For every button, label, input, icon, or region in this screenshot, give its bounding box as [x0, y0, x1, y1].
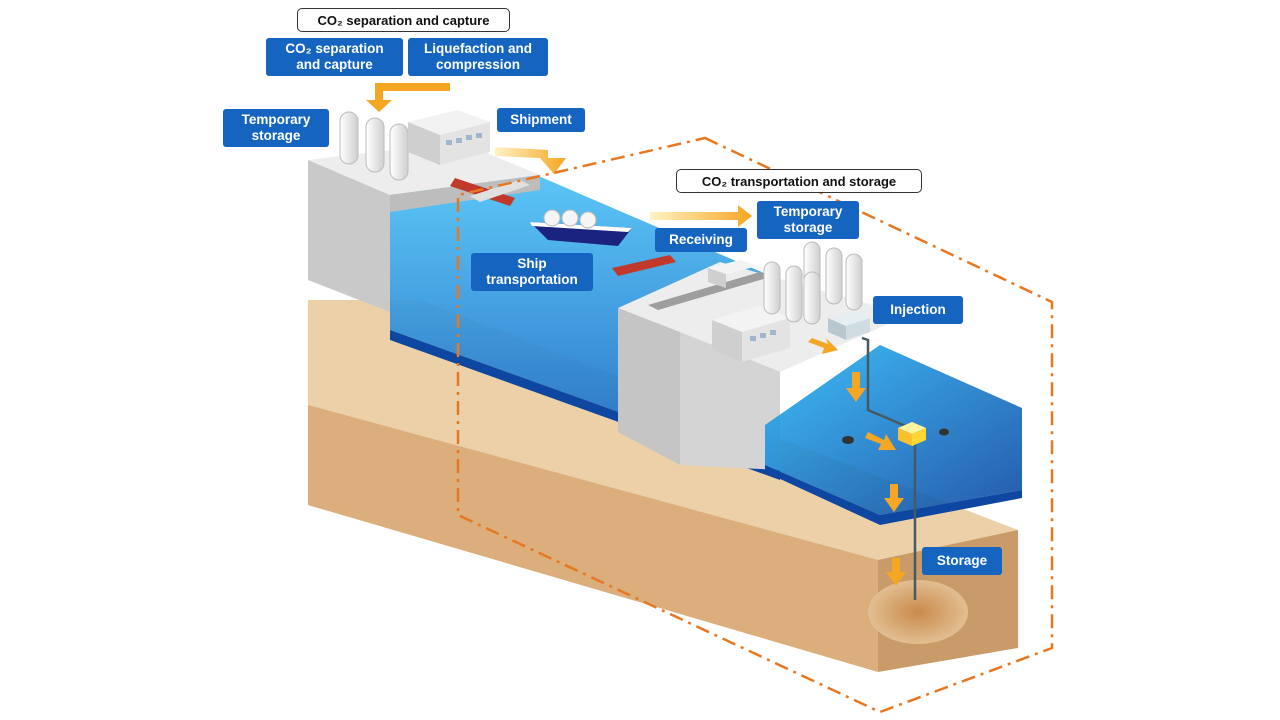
label-liquefaction-compression: Liquefaction and compression — [408, 38, 548, 76]
crab-icon — [842, 428, 949, 444]
storage-reservoir — [868, 580, 968, 644]
arrow-to-wellhead — [865, 432, 896, 450]
arrow-down-storage — [886, 558, 906, 586]
shipping-pier — [450, 178, 530, 206]
label-storage: Storage — [922, 547, 1002, 575]
right-storage-tanks — [763, 241, 863, 325]
injection-unit — [828, 310, 870, 340]
label-shipment: Shipment — [497, 108, 585, 132]
receiving-pier — [612, 255, 676, 276]
arrow-shipment — [495, 147, 566, 174]
arrow-injection-unit — [808, 338, 838, 354]
label-temporary-storage-right: Temporary storage — [757, 201, 859, 239]
offshore-sea — [765, 345, 1022, 525]
arrow-to-temporary-storage — [366, 83, 450, 112]
label-temporary-storage-left: Temporary storage — [223, 109, 329, 147]
liquefaction-building — [408, 110, 490, 165]
transport-section-header: CO₂ transportation and storage — [676, 169, 922, 193]
label-ship-transportation: Ship transportation — [471, 253, 593, 291]
arrow-down-seabed — [884, 484, 904, 512]
capture-section-header: CO₂ separation and capture — [297, 8, 510, 32]
label-receiving: Receiving — [655, 228, 747, 252]
flow-arrows — [366, 83, 906, 586]
left-storage-tanks — [339, 111, 409, 181]
injection-pipe — [861, 336, 917, 600]
arrow-receiving — [650, 205, 752, 227]
transport-storage-boundary — [456, 136, 1054, 714]
arrow-down-sea — [846, 372, 866, 402]
co2-carrier-ship — [530, 209, 632, 246]
label-separation-capture: CO₂ separation and capture — [266, 38, 403, 76]
subsea-wellhead — [898, 422, 926, 446]
label-injection: Injection — [873, 296, 963, 324]
